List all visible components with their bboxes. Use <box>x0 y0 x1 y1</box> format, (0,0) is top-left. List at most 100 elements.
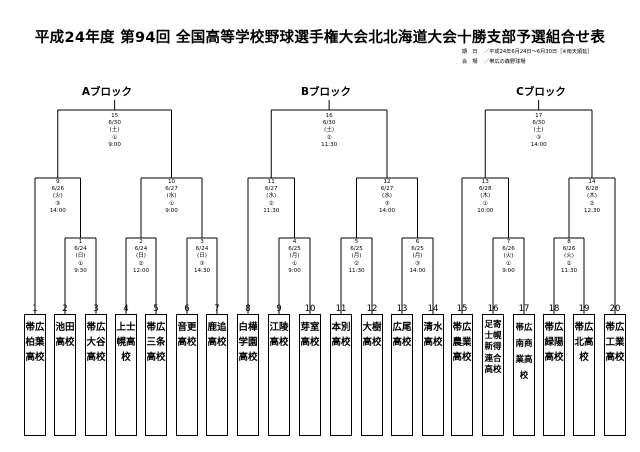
game-no: 2 <box>139 239 143 245</box>
team-seed: 20 <box>609 304 621 314</box>
game-time: 12:00 <box>132 267 150 274</box>
game-time: 9:00 <box>165 207 178 214</box>
team-box: 清水高校 <box>422 314 444 436</box>
game-no: 14 <box>588 179 596 185</box>
period-label: 期 日 <box>462 49 478 55</box>
team-name: 本別高校 <box>331 322 351 348</box>
game-slot: ① <box>77 260 83 267</box>
game-slot: ③ <box>414 260 420 267</box>
team-seed: 3 <box>93 304 99 314</box>
team-box: 帯広三条高校 <box>145 314 167 436</box>
game-no: 8 <box>567 239 571 245</box>
game-slot: ② <box>353 260 359 267</box>
game-time: 9:00 <box>288 267 301 274</box>
game-date: 6/27 <box>264 186 278 193</box>
game-time: 14:00 <box>409 267 426 274</box>
team-name: 足寄士幌新得連合高校 <box>484 320 502 375</box>
game-day: (水) <box>266 193 277 200</box>
game-no: 3 <box>200 239 204 245</box>
team-box: 帯広大谷高校 <box>85 314 107 436</box>
game-no: 7 <box>506 239 511 245</box>
team-box: 上士幌高校 <box>115 314 137 436</box>
venue-value: ／帯広の森野球場 <box>484 59 526 65</box>
game-slot: ③ <box>536 134 542 141</box>
game-no: 1 <box>78 239 83 245</box>
team-box: 大樹高校 <box>361 314 383 436</box>
team-seed: 11 <box>335 304 347 314</box>
block-a-label: Aブロック <box>81 86 133 98</box>
game-day: (火) <box>503 253 514 260</box>
team-name: 清水高校 <box>423 322 443 348</box>
game-slot: ① <box>505 260 511 267</box>
game-date: 6/27 <box>165 186 178 193</box>
block-b-label: Bブロック <box>300 86 352 98</box>
game-time: 9:30 <box>74 267 87 274</box>
game-date: 6/27 <box>380 186 394 193</box>
team-name: 帯広北高校 <box>574 322 594 363</box>
game-time: 10:00 <box>477 207 494 214</box>
team-box: 帯広農業高校 <box>451 314 473 436</box>
team-box: 帯広北高校 <box>573 314 595 436</box>
team-name: 帯広農業高校 <box>452 322 472 363</box>
game-date: 6/25 <box>411 246 424 253</box>
team-seed: 17 <box>518 304 530 314</box>
team-box: 鹿追高校 <box>206 314 228 436</box>
game-date: 6/25 <box>350 246 363 253</box>
game-time: 14:00 <box>530 141 547 148</box>
game-date: 6/30 <box>532 120 545 127</box>
team-seed: 18 <box>548 304 560 314</box>
game-no: 16 <box>325 113 333 119</box>
game-date: 6/30 <box>322 120 336 127</box>
game-time: 14:00 <box>378 207 396 214</box>
game-date: 6/26 <box>51 186 65 193</box>
schedule-venue: 会 場／帯広の森野球場 <box>462 58 526 65</box>
team-seed: 9 <box>276 304 282 314</box>
team-name: 音更高校 <box>177 322 197 348</box>
game-time: 11:30 <box>321 141 338 148</box>
game-no: 12 <box>383 179 391 185</box>
game-day: (木) <box>587 193 597 200</box>
team-box: 足寄士幌新得連合高校 <box>482 314 504 436</box>
game-time: 14:00 <box>49 207 66 214</box>
game-no: 9 <box>55 179 60 185</box>
game-date: 6/26 <box>562 246 576 253</box>
team-name: 鹿追高校 <box>207 322 227 348</box>
team-seed: 7 <box>214 304 220 314</box>
game-time: 9:00 <box>502 267 515 274</box>
game-date: 6/24 <box>134 246 148 253</box>
game-no: 13 <box>481 179 489 185</box>
team-name: 芽室高校 <box>300 322 320 348</box>
game-time: 14:30 <box>193 267 211 274</box>
team-box: 帯広緑陽高校 <box>543 314 565 436</box>
team-box: 帯広柏葉高校 <box>24 314 46 436</box>
team-box: 本別高校 <box>330 314 352 436</box>
game-date: 6/30 <box>108 120 121 127</box>
game-day: (日) <box>75 253 86 260</box>
team-box: 芽室高校 <box>299 314 321 436</box>
team-box: 帯広工業高校 <box>604 314 626 436</box>
team-name: 帯広工業高校 <box>605 322 625 363</box>
team-name: 帯広南商業高校 <box>515 323 533 381</box>
game-slot: ③ <box>199 260 205 267</box>
team-name: 広尾高校 <box>392 322 412 348</box>
game-time: 11:30 <box>560 267 578 274</box>
team-box: 白樺学園高校 <box>237 314 259 436</box>
game-slot: ③ <box>384 200 390 207</box>
game-date: 6/28 <box>478 186 492 193</box>
team-seed: 4 <box>123 304 129 314</box>
game-no: 17 <box>535 113 543 119</box>
game-slot: ① <box>291 260 297 267</box>
period-value: ／平成24年6月24日～6月30日［※雨天順延］ <box>484 49 593 55</box>
team-name: 大樹高校 <box>362 322 382 348</box>
team-seed: 10 <box>304 304 316 314</box>
block-c-label: Cブロック <box>516 86 566 98</box>
